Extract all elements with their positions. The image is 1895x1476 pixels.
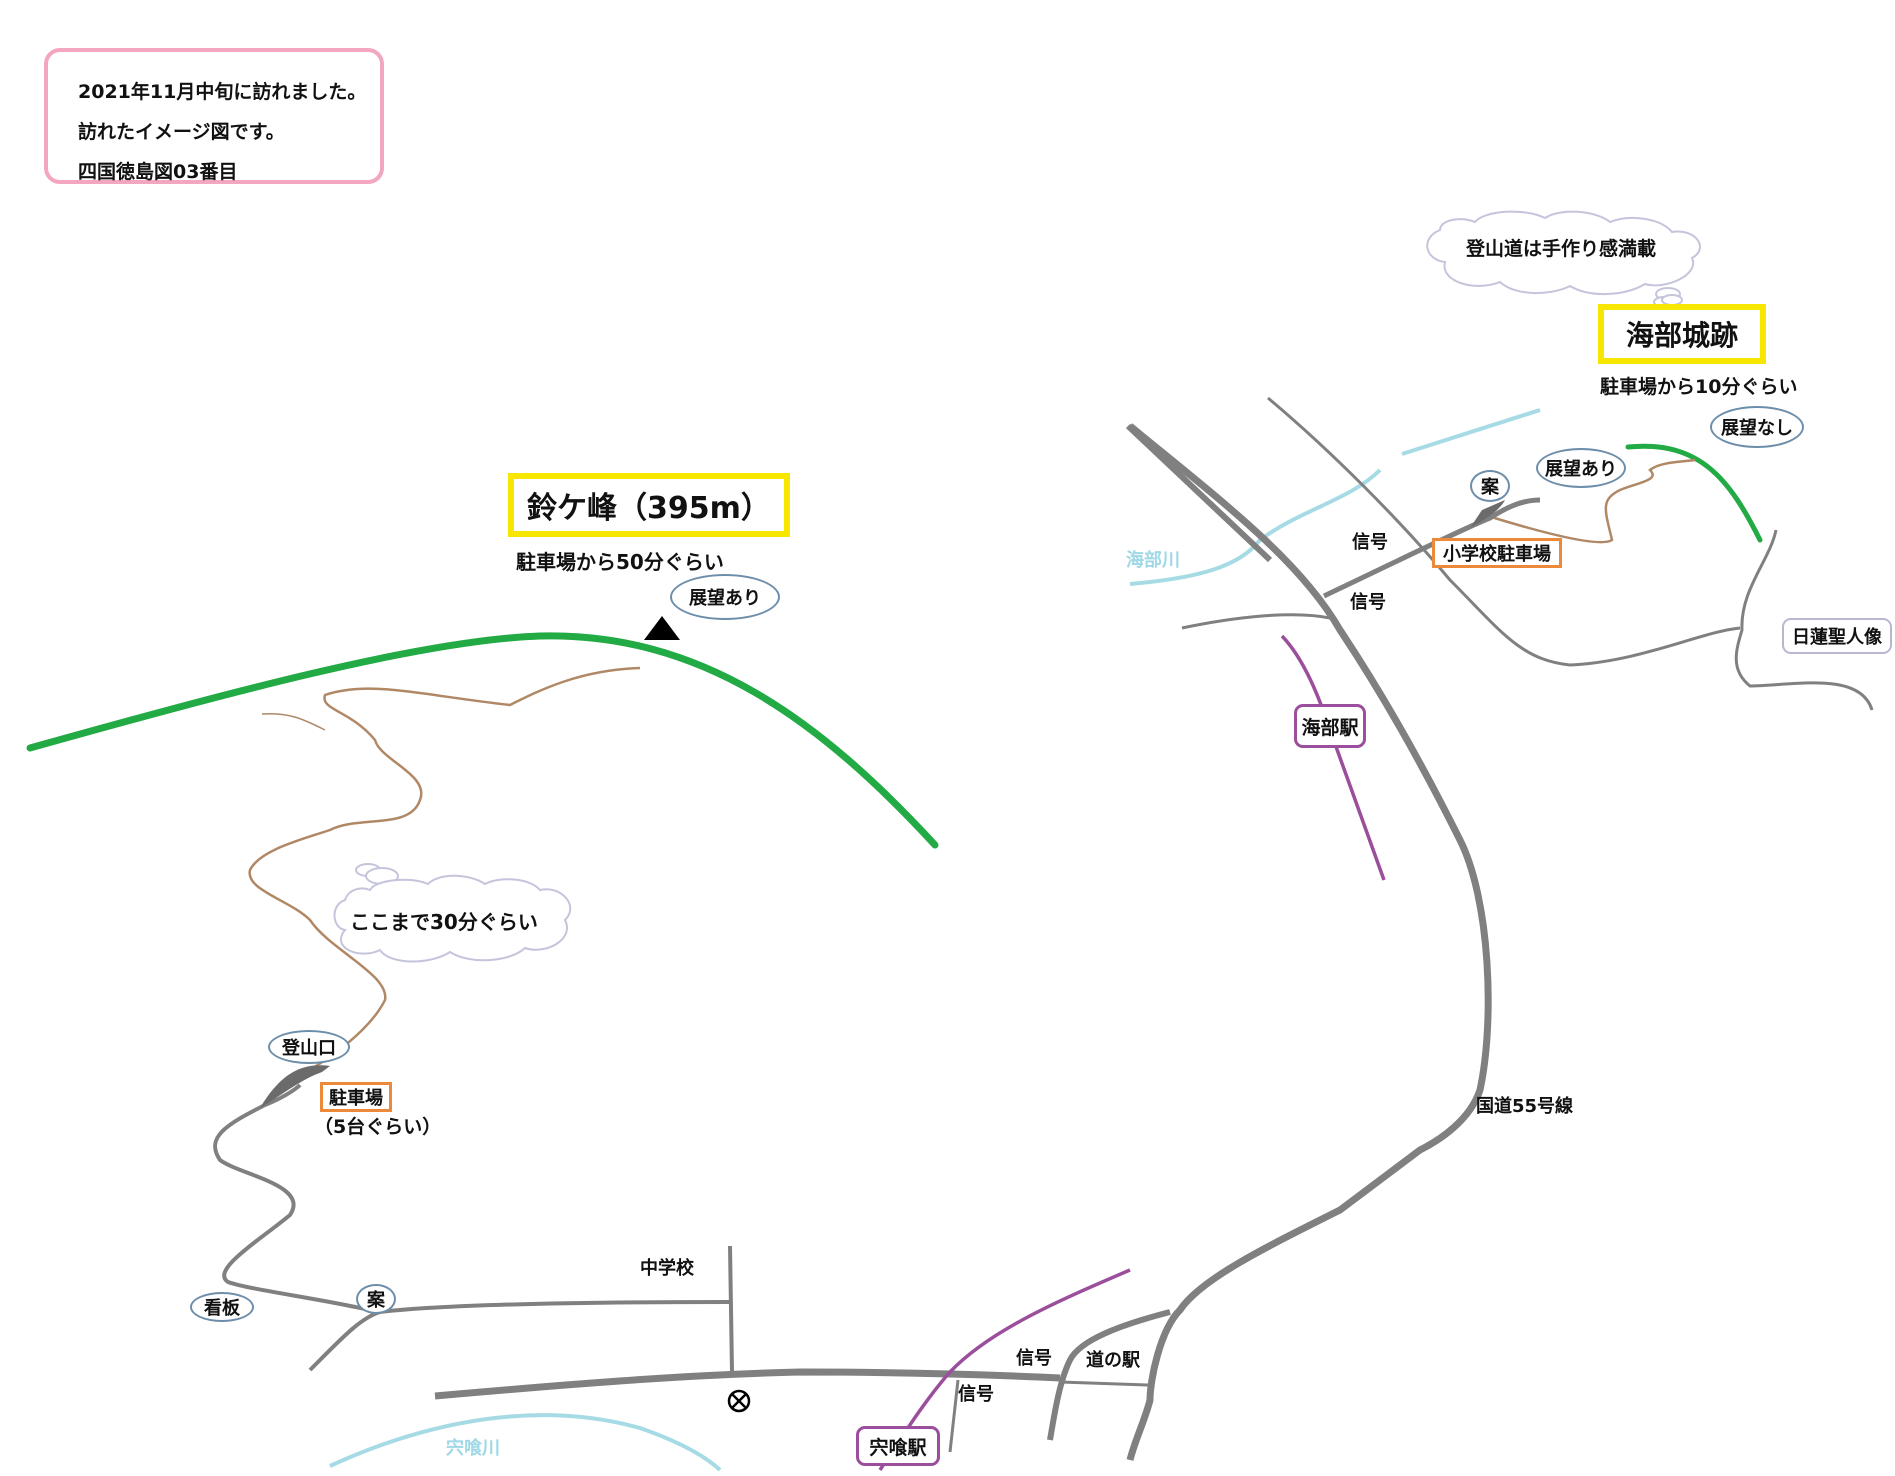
road-kaifu-north [1125, 423, 1273, 563]
road-kaifu-diagonal [1267, 396, 1741, 667]
trailhead-parking-shape [260, 1065, 330, 1108]
suzugamine-time: 駐車場から50分ぐらい [516, 550, 724, 574]
suzugamine-title: 鈴ケ峰（395m） [508, 473, 790, 537]
signal-label-south-2: 信号 [958, 1384, 994, 1405]
kaifu-ridge [1625, 443, 1763, 543]
shishikui-river [329, 1413, 722, 1472]
road-to-trailhead [213, 1083, 379, 1314]
kaifu-time: 駐車場から10分ぐらい [1600, 376, 1798, 398]
route-55-label: 国道55号線 [1476, 1096, 1574, 1117]
kaifu-guide-bubble: 案 [1470, 470, 1510, 502]
kaifu-signal-2: 信号 [1350, 592, 1386, 613]
trailhead-parking-label: 駐車場 [320, 1082, 392, 1112]
suzugamine-guide-bubble: 案 [356, 1284, 396, 1314]
signal-label-south-1: 信号 [1016, 1348, 1052, 1369]
kaifu-station-label: 海部駅 [1294, 704, 1366, 748]
road-station-spur [948, 1379, 960, 1453]
signboard-bubble: 看板 [190, 1292, 254, 1322]
info-line-2: 訪れたイメージ図です。 [78, 121, 285, 143]
kaifu-river-upper [1401, 408, 1541, 456]
info-box: 2021年11月中旬に訪れました。 訪れたイメージ図です。 四国徳島図03番目 [44, 48, 384, 184]
suzugamine-trail [248, 666, 641, 1085]
info-line-3: 四国徳島図03番目 [78, 161, 238, 183]
road-main-south [434, 1368, 1061, 1400]
summit-triangle-icon [644, 616, 680, 640]
road-west-kaifu [1181, 613, 1331, 630]
kaifu-cloud-text: 登山道は手作り感満載 [1466, 238, 1657, 260]
cloud-icon [1426, 210, 1701, 308]
roadside-station-label: 道の駅 [1086, 1350, 1140, 1371]
info-line-1: 2021年11月中旬に訪れました。 [78, 81, 367, 103]
road-jhs-vertical [728, 1245, 734, 1373]
kaifu-river-label: 海部川 [1126, 550, 1180, 571]
trail-branch [261, 712, 326, 731]
suzugamine-ridge [26, 632, 939, 849]
trailhead-parking-capacity: （5台ぐらい） [314, 1116, 442, 1138]
junior-high-label: 中学校 [640, 1258, 694, 1279]
shishikui-river-label: 宍喰川 [446, 1438, 500, 1459]
suzugamine-view-bubble: 展望あり [670, 574, 780, 620]
kaifu-view-none-bubble: 展望なし [1710, 406, 1804, 448]
road-michinoeki [1047, 1309, 1171, 1441]
road-michinoeki-spur [1059, 1380, 1149, 1387]
kaifu-signal-1: 信号 [1352, 532, 1388, 553]
statue-label: 日蓮聖人像 [1782, 618, 1892, 654]
post-office-icon [727, 1389, 751, 1413]
school-parking-shape [1470, 500, 1505, 528]
road-statue [1734, 529, 1874, 711]
cloud-icon [333, 863, 572, 963]
suzugamine-cloud-text: ここまで30分ぐらい [350, 910, 538, 934]
kaifu-view-yes-bubble: 展望あり [1536, 448, 1626, 488]
kaifu-river [1129, 468, 1382, 586]
trailhead-bubble: 登山口 [268, 1030, 350, 1064]
national-route-55 [1126, 423, 1492, 1461]
kaifu-trail [1487, 458, 1696, 544]
road-to-jhs [308, 1300, 731, 1372]
kaifu-title: 海部城跡 [1598, 304, 1766, 364]
shishikui-station-label: 宍喰駅 [856, 1426, 940, 1466]
school-parking-label: 小学校駐車場 [1432, 538, 1562, 568]
